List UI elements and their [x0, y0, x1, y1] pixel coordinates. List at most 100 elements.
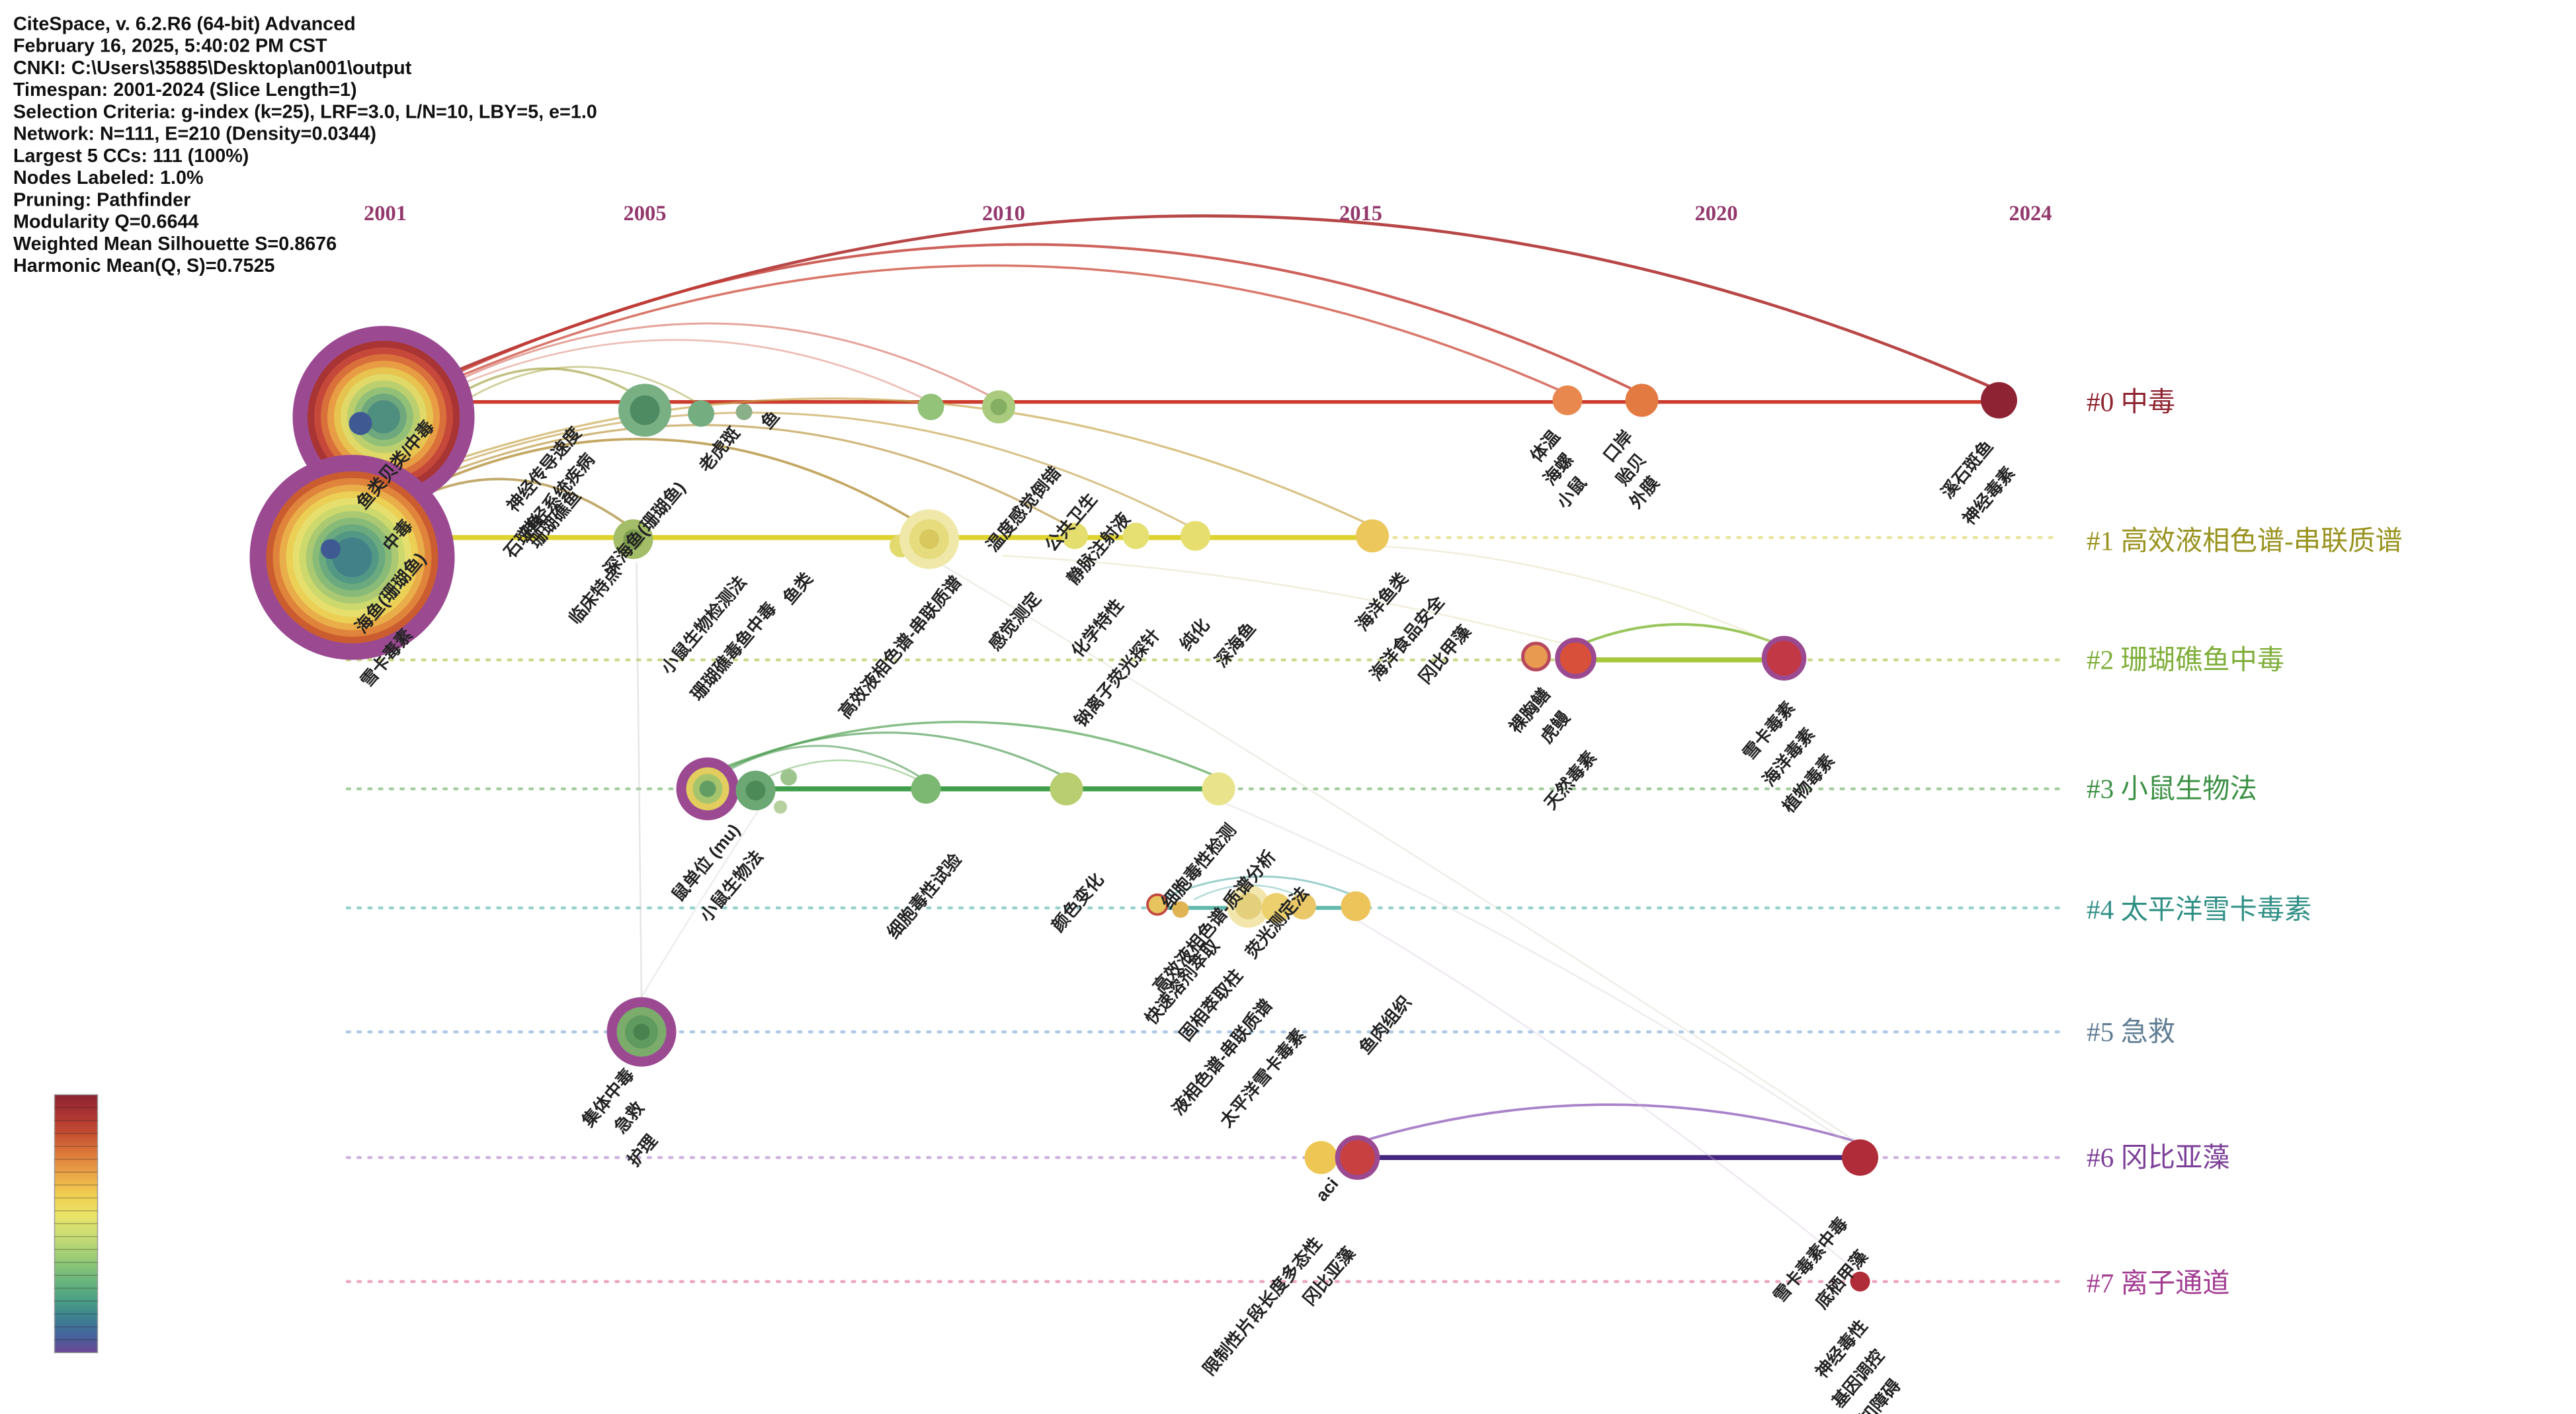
node-ring: [699, 780, 716, 798]
timeline-node[interactable]: [1842, 1139, 1878, 1176]
node-ring: [630, 395, 660, 425]
node-label[interactable]: 深海鱼: [1211, 618, 1260, 671]
header-line: Network: N=111, E=210 (Density=0.0344): [13, 124, 376, 145]
node-circle: [735, 403, 753, 421]
timeline-node[interactable]: [321, 539, 341, 560]
node-label[interactable]: 海洋鱼类: [1352, 568, 1412, 634]
cocitation-link-arc: [1001, 555, 1569, 646]
header-line: CiteSpace, v. 6.2.R6 (64-bit) Advanced: [13, 13, 356, 34]
node-label[interactable]: 化学特性: [1067, 595, 1127, 661]
timeline-node[interactable]: [618, 384, 671, 437]
year-label: 2015: [1339, 202, 1382, 226]
node-circle: [1061, 522, 1088, 550]
timeline-node[interactable]: [1061, 522, 1088, 550]
cluster-label-7[interactable]: #7 离子通道: [2087, 1268, 2230, 1298]
timeline-node[interactable]: [1761, 636, 1807, 681]
timeline-node[interactable]: [1227, 884, 1270, 928]
node-label[interactable]: 细胞毒性试验: [883, 849, 966, 942]
cluster-label-3[interactable]: #3 小鼠生物法: [2087, 774, 2257, 804]
node-circle: [321, 539, 341, 560]
cluster-label-2[interactable]: #2 珊瑚礁鱼中毒: [2087, 645, 2284, 675]
timeline-node[interactable]: [249, 454, 455, 660]
timeline-node[interactable]: [613, 519, 653, 560]
node-label[interactable]: 颜色变化: [1048, 870, 1107, 936]
node-label[interactable]: 临床特点: [565, 562, 624, 628]
timeline-node[interactable]: [911, 774, 941, 804]
timeline-node[interactable]: [780, 769, 797, 786]
node-circle: [1290, 893, 1316, 920]
node-label[interactable]: 护理: [624, 1131, 661, 1171]
cluster-label-6[interactable]: #6 冈比亚藻: [2087, 1142, 2230, 1173]
cluster-label-1[interactable]: #1 高效液相色谱-串联质谱: [2087, 526, 2403, 556]
timeline-node[interactable]: [774, 800, 787, 814]
node-circle: [1552, 385, 1583, 415]
cocitation-link-arc: [637, 806, 762, 1003]
timeline-node[interactable]: [1552, 385, 1583, 415]
timeline-node[interactable]: [688, 400, 714, 427]
timeline-node[interactable]: [1981, 382, 2017, 419]
node-circle: [1341, 891, 1371, 921]
timeline-node[interactable]: [1625, 384, 1659, 417]
timeline-node[interactable]: [735, 770, 776, 811]
node-circle: [1842, 1139, 1878, 1176]
timeline-node[interactable]: [899, 509, 959, 569]
cluster-label-5[interactable]: #5 急救: [2087, 1017, 2175, 1047]
node-label[interactable]: aci: [1311, 1174, 1342, 1205]
node-circle: [1050, 772, 1083, 806]
node-label[interactable]: 天然毒素: [1540, 747, 1600, 813]
timeline-node[interactable]: [1521, 642, 1551, 672]
timeline-node[interactable]: [676, 757, 739, 821]
node-circle: [774, 800, 787, 814]
timeline-node[interactable]: [1050, 772, 1083, 806]
node-label[interactable]: 限制性片段长度多态性: [1199, 1233, 1326, 1379]
node-label[interactable]: 虎鳗: [1536, 707, 1574, 747]
node-label[interactable]: 纯化: [1176, 615, 1214, 655]
header-line: February 16, 2025, 5:40:02 PM CST: [13, 36, 327, 57]
timeline-node[interactable]: [917, 394, 944, 421]
timeline-node[interactable]: [1341, 891, 1371, 921]
node-circle: [1521, 642, 1551, 672]
header-line: Timespan: 2001-2024 (Slice Length=1): [13, 79, 357, 101]
timeline-node[interactable]: [1850, 1271, 1870, 1292]
timeline-node[interactable]: [982, 390, 1015, 424]
timeline-node[interactable]: [1356, 519, 1389, 553]
cocitation-link-arc: [636, 562, 643, 999]
node-circle: [780, 769, 797, 786]
node-ring: [1235, 893, 1262, 920]
node-label[interactable]: 液相色谱-串联质谱: [1168, 995, 1276, 1119]
timeline-node[interactable]: [1555, 638, 1597, 679]
timeline-node[interactable]: [1335, 1135, 1380, 1180]
year-label: 2024: [2009, 202, 2052, 226]
node-circle: [911, 774, 941, 804]
node-label[interactable]: 深海鱼(珊瑚鱼): [600, 478, 689, 579]
cluster-label-0[interactable]: #0 中毒: [2087, 387, 2175, 417]
node-label[interactable]: 鱼肉组织: [1355, 992, 1415, 1058]
header-line: Selection Criteria: g-index (k=25), LRF=…: [13, 101, 597, 122]
cocitation-link-arc: [1355, 919, 1856, 1271]
timeline-node[interactable]: [606, 997, 677, 1067]
node-ring: [367, 400, 400, 434]
node-circle: [917, 394, 944, 421]
node-ring: [919, 529, 939, 550]
timeline-node[interactable]: [1146, 893, 1169, 916]
timeline-node[interactable]: [1181, 520, 1210, 551]
node-label[interactable]: 高效液相色谱-串联质谱: [835, 572, 965, 722]
timeline-node[interactable]: [1261, 893, 1292, 923]
node-circle: [1555, 638, 1597, 679]
node-label[interactable]: 鱼类: [779, 568, 817, 608]
timeline-node[interactable]: [1290, 893, 1316, 920]
timeline-node[interactable]: [735, 403, 753, 421]
cluster-label-4[interactable]: #4 太平洋雪卡毒素: [2087, 894, 2311, 925]
timeline-node[interactable]: [349, 411, 372, 435]
header-line: Modularity Q=0.6644: [13, 212, 198, 233]
timeline-node[interactable]: [1202, 772, 1235, 806]
node-circle: [1304, 1141, 1338, 1175]
timeline-node[interactable]: [292, 325, 475, 508]
timeline-node[interactable]: [1122, 522, 1149, 550]
cocitation-link-arc: [1372, 545, 1780, 646]
node-circle: [688, 400, 714, 427]
timeline-node[interactable]: [1172, 901, 1189, 918]
timeline-node[interactable]: [1304, 1141, 1338, 1175]
header-line: Largest 5 CCs: 111 (100%): [13, 146, 249, 167]
